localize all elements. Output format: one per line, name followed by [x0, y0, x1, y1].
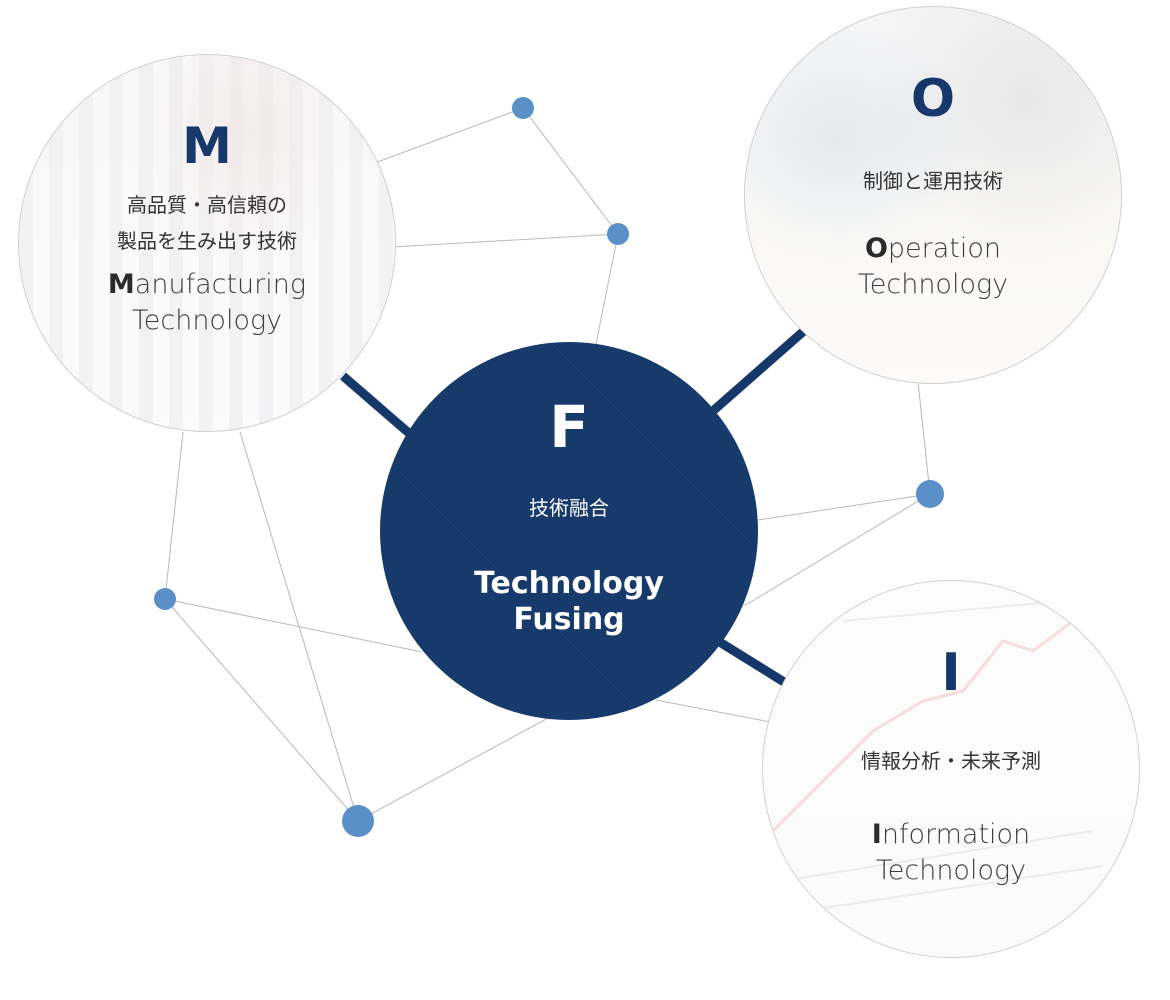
- information-ja-line-1: 情報分析・未来予測: [861, 749, 1041, 773]
- connector-line: [164, 431, 184, 600]
- manufacturing-letter: M: [182, 117, 232, 175]
- connector-line: [391, 233, 619, 248]
- operation-en-line-2: Technology: [857, 269, 1009, 300]
- network-dot: [512, 97, 534, 119]
- information-background-image: [763, 581, 1139, 957]
- operation-node: O 制御と運用技術 Operation Technology: [744, 6, 1122, 384]
- thin-connectors: [164, 107, 931, 822]
- network-dot: [916, 480, 944, 508]
- thick-connector-f-i: [715, 637, 787, 686]
- information-content: I 情報分析・未来予測 Information Technology: [763, 647, 1139, 889]
- information-en-line-2: Technology: [875, 855, 1027, 886]
- manufacturing-content: M 高品質・高信頼の 製品を生み出す技術 Manufacturing Techn…: [19, 121, 395, 339]
- chart-decoration-gridline: [782, 830, 1094, 882]
- chart-decoration-gridline: [802, 865, 1104, 912]
- manufacturing-ja-line-1: 高品質・高信頼の: [127, 193, 287, 217]
- chart-decoration-gridline: [842, 600, 1064, 622]
- connector-line: [371, 107, 524, 165]
- information-chart-decoration: [763, 581, 1139, 957]
- chart-decoration-line: [771, 619, 1074, 833]
- thick-connector-m-f: [340, 372, 413, 438]
- connector-line: [917, 381, 931, 495]
- chart-decoration-overlay: [763, 581, 1139, 957]
- manufacturing-en-line-1: Manufacturing: [19, 267, 395, 303]
- operation-letter: O: [910, 69, 956, 129]
- information-en-line-1: Information: [763, 817, 1139, 853]
- connector-line: [655, 699, 771, 723]
- connector-line: [595, 233, 619, 345]
- information-letter: I: [941, 643, 961, 703]
- manufacturing-en-line-2: Technology: [131, 305, 283, 336]
- manufacturing-background-image: [19, 55, 395, 431]
- chart-decoration-grid: [782, 600, 1104, 912]
- information-en-rest: nformation: [881, 819, 1031, 850]
- connector-line: [357, 717, 549, 822]
- connector-line: [239, 431, 359, 822]
- network-dot: [607, 223, 629, 245]
- fusing-ja-line-1: 技術融合: [529, 496, 609, 520]
- operation-en-line-1: Operation: [745, 231, 1121, 267]
- operation-en-rest: peration: [887, 233, 1002, 264]
- fusing-content: F 技術融合 Technology Fusing: [380, 398, 758, 638]
- network-dot: [154, 588, 176, 610]
- manufacturing-en-initial: M: [107, 269, 135, 300]
- connector-line: [743, 493, 931, 607]
- connector-line: [522, 107, 619, 235]
- network-dots: [154, 97, 944, 837]
- network-dot: [342, 805, 374, 837]
- fusing-en-line-1: Technology: [474, 566, 664, 601]
- manufacturing-en-rest: anufacturing: [134, 269, 307, 300]
- fusing-letter: F: [549, 393, 589, 461]
- thick-connectors: [340, 326, 808, 686]
- operation-content: O 制御と運用技術 Operation Technology: [745, 73, 1121, 303]
- connector-line: [164, 598, 423, 653]
- manufacturing-ja-line-2: 製品を生み出す技術: [117, 229, 297, 253]
- fusing-node: F 技術融合 Technology Fusing: [380, 342, 758, 720]
- connector-line: [757, 493, 931, 521]
- fusing-en-line-2: Fusing: [513, 602, 625, 637]
- operation-en-initial: O: [864, 233, 888, 264]
- operation-ja-line-1: 制御と運用技術: [863, 169, 1003, 193]
- information-en-initial: I: [871, 819, 882, 850]
- operation-background-image: [745, 7, 1121, 383]
- connector-line: [164, 598, 359, 822]
- information-node: I 情報分析・未来予測 Information Technology: [762, 580, 1140, 958]
- thick-connector-o-f: [711, 326, 808, 414]
- manufacturing-node: M 高品質・高信頼の 製品を生み出す技術 Manufacturing Techn…: [18, 54, 396, 432]
